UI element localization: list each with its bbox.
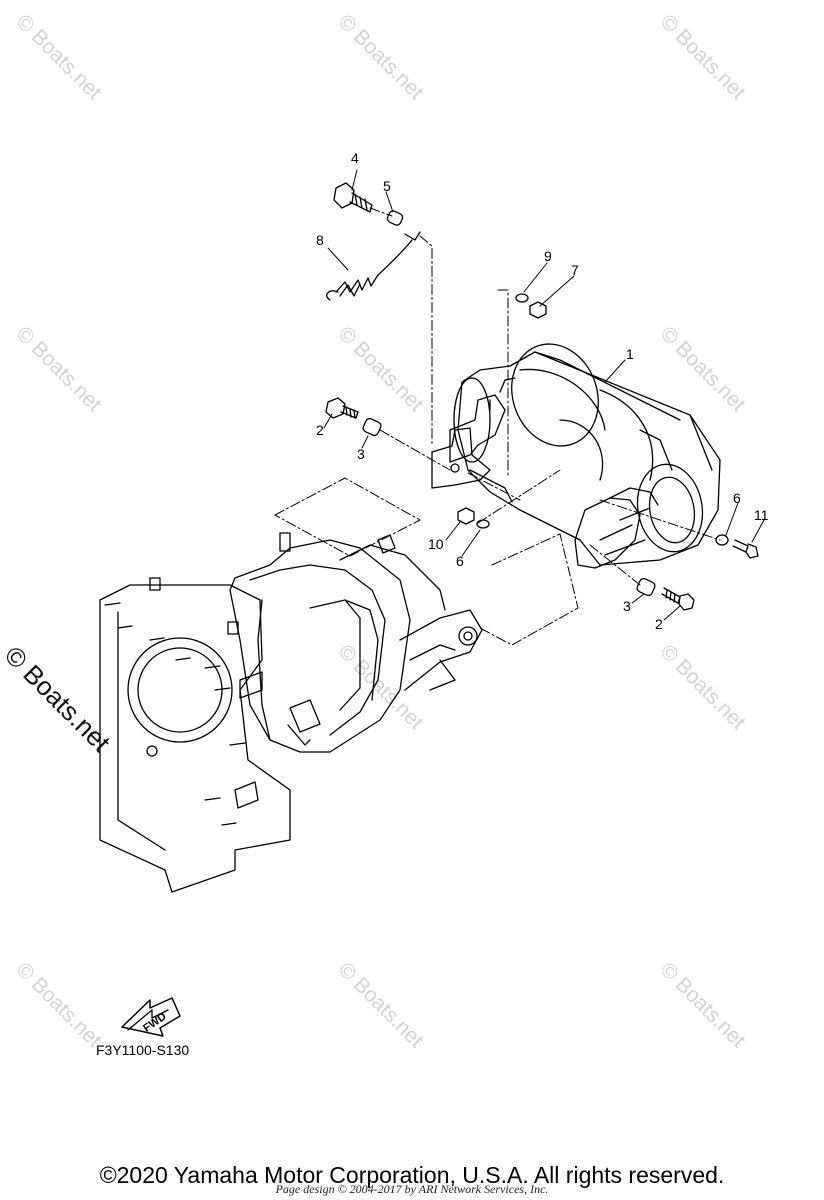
callout-10: 10 <box>428 536 444 552</box>
jet-nozzle-part-1 <box>449 343 721 569</box>
callout-9: 9 <box>544 248 552 264</box>
washer-part-9 <box>515 293 529 303</box>
callout-6-right: 6 <box>733 490 741 506</box>
assembly-lines <box>274 207 721 646</box>
leader-lines <box>323 169 765 621</box>
impeller-duct <box>229 532 483 753</box>
nut-part-10 <box>457 507 475 525</box>
bolt-part-11 <box>732 539 759 559</box>
fwd-label: FWD <box>141 1011 168 1035</box>
diagram-code: F3Y1100-S130 <box>96 1042 190 1058</box>
callout-3-upper: 3 <box>357 446 365 462</box>
callout-5: 5 <box>383 178 391 194</box>
spring-part-8 <box>326 231 421 301</box>
collar-part-5 <box>386 210 404 226</box>
nut-part-7 <box>529 301 547 319</box>
collar-part-3-upper <box>362 417 382 437</box>
callout-11: 11 <box>754 507 769 523</box>
callout-1: 1 <box>626 346 634 362</box>
callout-3-lower: 3 <box>623 598 631 614</box>
callout-2-upper: 2 <box>316 422 324 438</box>
callout-7: 7 <box>571 262 579 278</box>
callout-4: 4 <box>351 150 359 166</box>
callout-8: 8 <box>316 232 324 248</box>
page-design-credit: Page design © 2004-2017 by ARI Network S… <box>275 1182 549 1196</box>
washer-part-6-right <box>715 534 729 546</box>
fwd-arrow-icon: FWD <box>121 997 181 1037</box>
callout-6-mid: 6 <box>456 553 464 569</box>
jet-pump-housing <box>99 577 291 893</box>
washer-part-6-mid <box>476 519 490 529</box>
collar-part-3-lower <box>636 577 656 597</box>
copyright-notice: ©2020 Yamaha Motor Corporation, U.S.A. A… <box>99 1162 725 1188</box>
bolt-part-2-upper <box>325 397 359 419</box>
callout-2-lower: 2 <box>655 616 663 632</box>
steering-bracket <box>431 427 513 503</box>
bolt-part-2-lower <box>661 587 695 611</box>
